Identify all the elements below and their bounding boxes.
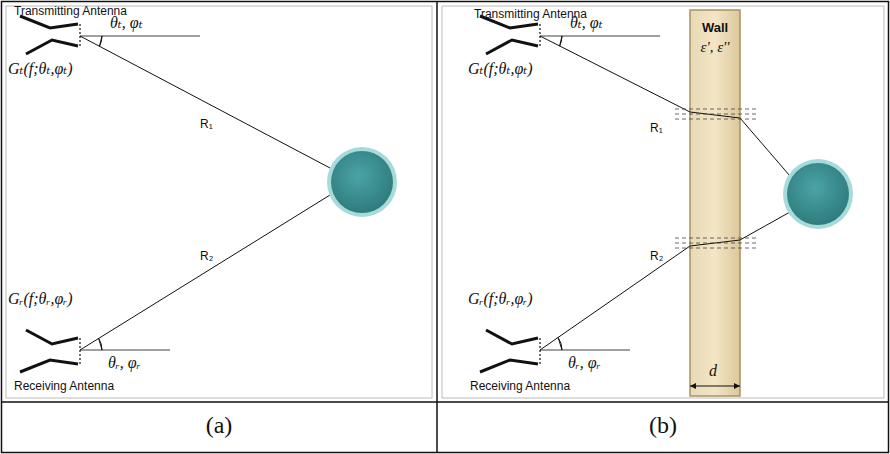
ray-r1 [540, 36, 790, 176]
panel-caption: (b) [649, 412, 677, 440]
reference-line [80, 350, 170, 351]
receiving-antenna [480, 330, 540, 372]
gain-label: Gᵣ(f;θᵣ,φᵣ) [468, 290, 533, 308]
target-sphere-rim [783, 159, 853, 229]
target-sphere-rim [327, 147, 397, 217]
interface-normal [675, 119, 758, 120]
ray-r2 [80, 195, 330, 350]
reference-line [80, 36, 200, 37]
range-label: R₁ [650, 122, 663, 136]
antenna-label: Receiving Antenna [14, 380, 114, 394]
panel-b [480, 10, 853, 396]
wall-title: Wall [690, 20, 740, 35]
angle-label: θₜ, φₜ [110, 14, 143, 32]
table-divider [2, 401, 889, 403]
angle-mark [99, 338, 102, 350]
interface-normal [675, 248, 758, 249]
target-sphere [787, 163, 849, 225]
interface-normal [675, 238, 758, 239]
permittivity-label: ε', ε'' [690, 39, 740, 56]
angle-mark [560, 36, 562, 46]
reference-line [540, 350, 630, 351]
antenna-label: Receiving Antenna [470, 380, 570, 394]
gain-label: Gₜ(f;θₜ,φₜ) [468, 60, 533, 78]
wall-band: Wall ε', ε'' [690, 10, 740, 396]
ray-r2 [540, 212, 790, 350]
angle-label: θᵣ, φᵣ [568, 354, 601, 372]
wall-slab [690, 10, 740, 396]
angle-mark [558, 338, 562, 351]
angle-label: θᵣ, φᵣ [108, 354, 141, 372]
range-label: R₂ [650, 250, 663, 264]
table-divider [436, 2, 438, 453]
target-sphere [331, 151, 393, 213]
receiving-antenna [20, 330, 80, 372]
gain-label: Gₜ(f;θₜ,φₜ) [8, 60, 73, 78]
panel-frame [442, 6, 884, 398]
panel-caption: (a) [206, 412, 233, 440]
panel-a [20, 16, 397, 372]
gain-label: Gᵣ(f;θᵣ,φᵣ) [8, 290, 73, 308]
interface-normal [675, 243, 758, 244]
interface-normal [675, 114, 758, 115]
range-label: R₁ [200, 118, 213, 132]
thickness-dimension [690, 386, 740, 387]
angle-mark [100, 36, 103, 46]
reference-line [540, 36, 660, 37]
ray-r1 [80, 36, 330, 168]
dimension-label: d [709, 362, 717, 380]
panel-frame [6, 6, 432, 398]
interface-normal [675, 109, 758, 110]
dimension-arrowheads [690, 383, 740, 389]
range-label: R₂ [200, 250, 213, 264]
transmitting-antenna [20, 16, 80, 54]
transmitting-antenna [480, 16, 540, 54]
angle-label: θₜ, φₜ [570, 14, 603, 32]
